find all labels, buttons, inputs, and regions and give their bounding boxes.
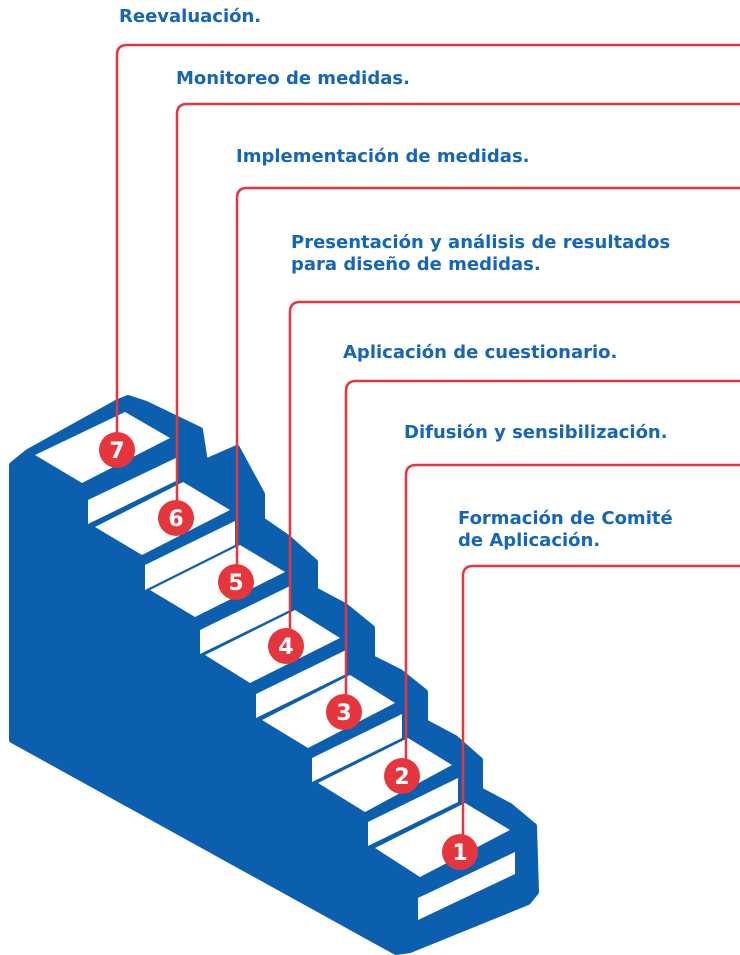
step-label-4-line-2: para diseño de medidas. [291, 254, 541, 275]
step-number-1: 1 [452, 841, 467, 866]
step-number-4: 4 [278, 635, 293, 660]
step-badges: 1 2 3 4 5 6 7 [99, 432, 478, 870]
step-badge-5 [218, 564, 254, 600]
step-label-1-line-1: Formación de Comité [458, 508, 673, 529]
connector-lines [115, 43, 740, 836]
step-label-4-line-1: Presentación y análisis de resultados [291, 232, 670, 253]
step-label-3: Aplicación de cuestionario. [343, 342, 617, 363]
step-number-2: 2 [394, 765, 409, 790]
stair-riser-3 [312, 714, 402, 782]
step-number-3: 3 [336, 701, 351, 726]
step-badge-3 [326, 694, 362, 730]
step-badge-1 [442, 834, 478, 870]
step-label-6: Monitoreo de medidas. [176, 68, 410, 89]
step-badge-2 [384, 758, 420, 794]
stair-tread-5 [150, 545, 285, 617]
step-badge-6 [158, 500, 194, 536]
stair-riser-2 [368, 778, 458, 846]
connector-line-1 [461, 564, 740, 836]
stair-riser-4 [256, 650, 346, 718]
step-number-6: 6 [168, 507, 183, 532]
connector-line-4 [288, 300, 740, 630]
stair-riser-6 [145, 521, 235, 590]
step-label-2: Difusión y sensibilización. [404, 422, 668, 443]
step-badge-4 [268, 628, 304, 664]
step-badge-7 [99, 432, 135, 468]
connector-line-7 [115, 43, 740, 434]
stair-riser-7 [88, 457, 178, 524]
stair-riser-1 [418, 852, 515, 920]
connector-line-3 [344, 379, 740, 696]
stair-tread-1 [375, 803, 510, 877]
step-label-5: Implementación de medidas. [236, 146, 530, 167]
connector-line-2 [404, 463, 740, 760]
step-number-7: 7 [109, 439, 124, 464]
connector-line-6 [175, 102, 740, 502]
step-label-7: Reevaluación. [119, 6, 261, 27]
step-number-5: 5 [228, 571, 243, 596]
connector-line-5 [235, 186, 740, 566]
step-label-1-line-2: de Aplicación. [458, 530, 600, 551]
stair-riser-5 [200, 586, 290, 654]
